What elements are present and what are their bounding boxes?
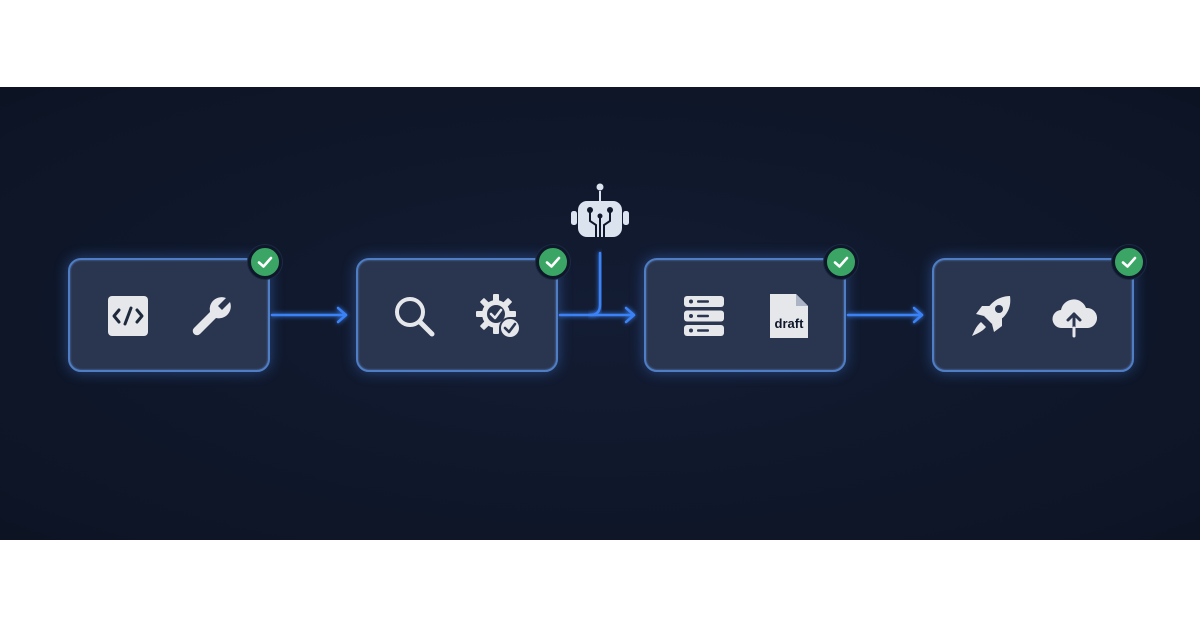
check-badge-4 [1112, 245, 1146, 279]
gear-check-icon [476, 294, 521, 339]
check-icon [257, 256, 273, 268]
agent-connector [588, 251, 602, 317]
stage-card-deploy [932, 258, 1134, 372]
arrow-2-3 [558, 306, 636, 324]
code-icon [108, 296, 148, 336]
draft-document-icon: draft [770, 294, 808, 338]
stage-card-test [356, 258, 558, 372]
check-badge-1 [248, 245, 282, 279]
pipeline-canvas: draft [0, 87, 1200, 540]
cloud-upload-icon [1052, 299, 1098, 338]
arrow-1-2 [270, 306, 348, 324]
check-icon [833, 256, 849, 268]
rocket-icon [972, 296, 1011, 336]
wrench-icon [192, 297, 231, 336]
check-icon [545, 256, 561, 268]
check-badge-3 [824, 245, 858, 279]
stage-card-stage: draft [644, 258, 846, 372]
robot-icon [571, 183, 629, 238]
server-stack-icon [684, 296, 724, 336]
check-icon [1121, 256, 1137, 268]
stage-card-build [68, 258, 270, 372]
connector-layer [270, 183, 924, 324]
arrow-3-4 [846, 306, 924, 324]
search-icon [395, 297, 435, 337]
draft-label: draft [775, 316, 805, 331]
check-badge-2 [536, 245, 570, 279]
